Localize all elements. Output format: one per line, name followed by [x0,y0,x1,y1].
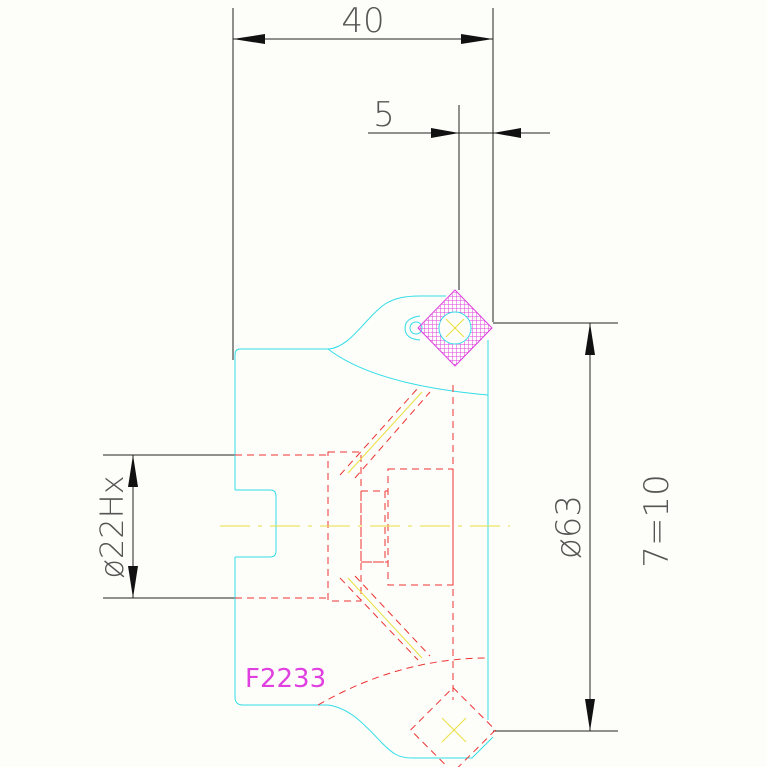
dim-bore: ø22Hx [93,475,131,578]
dim-offset-top: 5 [373,95,395,135]
dim-width-top: 40 [341,1,384,41]
dimension-lines [103,8,618,732]
part-outline [234,295,494,759]
hatched-section [417,289,493,367]
dim-pitch: 7=10 [637,474,677,567]
part-label: F2233 [245,664,326,694]
hidden-lines [235,385,497,767]
dim-outer-diameter: ø63 [549,495,589,559]
